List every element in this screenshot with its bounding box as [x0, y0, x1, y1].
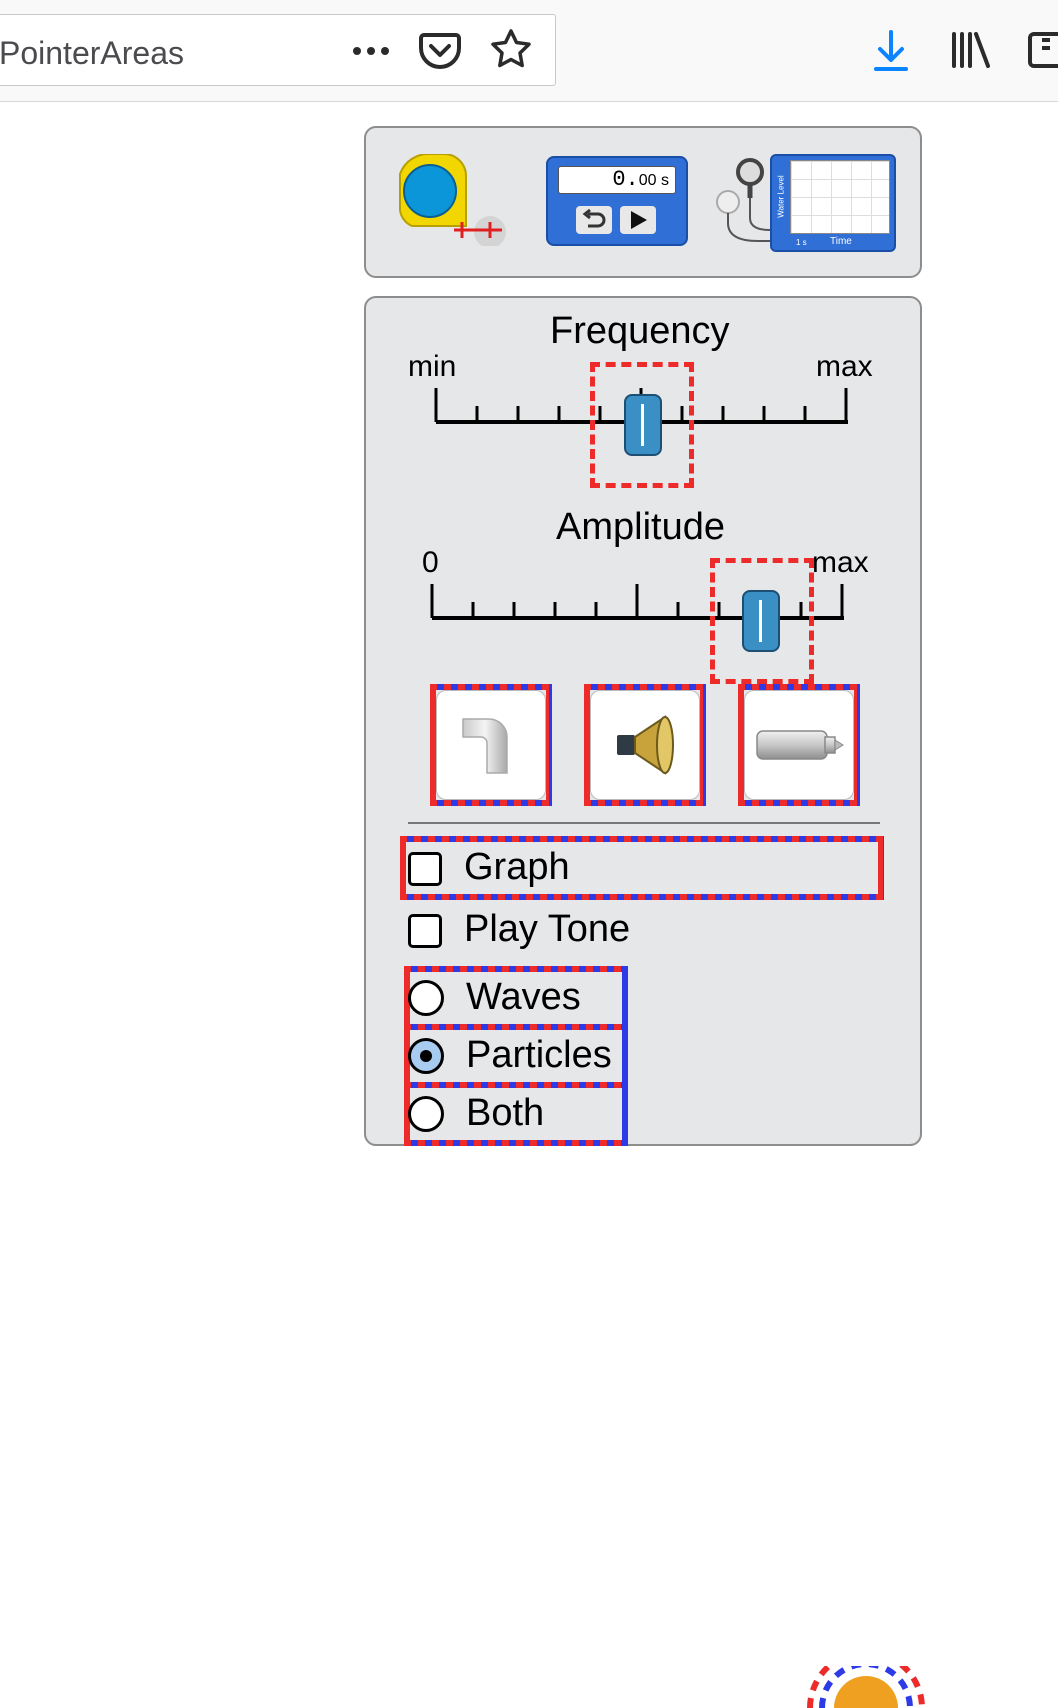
- reader-sidebar-icon[interactable]: [1028, 32, 1058, 70]
- url-bar[interactable]: PointerAreas: [0, 14, 556, 86]
- graph-x-label: Time: [830, 236, 852, 247]
- frequency-min-label: min: [408, 350, 457, 383]
- stopwatch[interactable]: 0.00 s: [546, 156, 688, 246]
- more-icon[interactable]: [351, 39, 395, 63]
- stopwatch-reset-button[interactable]: [576, 206, 612, 234]
- partial-round-button-focus-area[interactable]: [796, 1666, 936, 1708]
- waves-radio-row[interactable]: Waves: [406, 970, 626, 1026]
- waves-radio[interactable]: [408, 980, 444, 1016]
- light-source-focus-area: [738, 684, 860, 806]
- graph-y-label: Water Level: [776, 175, 786, 218]
- waves-radio-label: Waves: [466, 976, 581, 1018]
- amplitude-max-label: max: [812, 546, 869, 579]
- frequency-max-label: max: [816, 350, 873, 383]
- graph-tool[interactable]: Water Level Time 1 s: [770, 154, 896, 252]
- library-icon[interactable]: [950, 30, 994, 70]
- graph-checkbox-label: Graph: [464, 846, 570, 888]
- measuring-tape-icon[interactable]: [392, 154, 520, 246]
- browser-toolbar: PointerAreas: [0, 0, 1058, 102]
- play-icon: [631, 211, 647, 229]
- amplitude-slider-thumb[interactable]: [742, 590, 780, 652]
- stopwatch-play-button[interactable]: [620, 206, 656, 234]
- both-radio-row[interactable]: Both: [406, 1086, 626, 1142]
- particles-radio-label: Particles: [466, 1034, 612, 1076]
- amplitude-min-label: 0: [422, 546, 439, 579]
- both-radio[interactable]: [408, 1096, 444, 1132]
- pocket-icon[interactable]: [419, 29, 461, 71]
- play-tone-checkbox[interactable]: [408, 914, 442, 948]
- particles-radio-row[interactable]: Particles: [406, 1028, 626, 1084]
- frequency-title: Frequency: [550, 310, 730, 352]
- sound-source-focus-area: [584, 684, 706, 806]
- both-radio-label: Both: [466, 1092, 545, 1134]
- download-icon[interactable]: [872, 28, 910, 74]
- play-tone-checkbox-label: Play Tone: [464, 908, 631, 950]
- reset-icon: [582, 208, 606, 228]
- graph-checkbox-row[interactable]: Graph: [406, 842, 876, 896]
- play-tone-checkbox-row[interactable]: Play Tone: [406, 904, 876, 958]
- amplitude-thumb-focus-area: [710, 558, 814, 684]
- url-text: PointerAreas: [0, 35, 184, 71]
- toolbox-panel: 0.00 s Water Level Time 1 s: [364, 126, 922, 278]
- graph-scale-label: 1 s: [796, 238, 807, 247]
- stopwatch-readout: 0.00 s: [558, 166, 676, 194]
- frequency-slider-thumb[interactable]: [624, 394, 662, 456]
- graph-checkbox-focus-area: [400, 836, 884, 900]
- particles-radio[interactable]: [408, 1038, 444, 1074]
- wave-detector-probe-icon[interactable]: [714, 158, 784, 248]
- bookmark-star-icon[interactable]: [489, 27, 533, 71]
- amplitude-title: Amplitude: [556, 506, 725, 548]
- frequency-thumb-focus-area: [590, 362, 694, 488]
- panel-separator: [408, 822, 880, 824]
- water-source-focus-area: [430, 684, 552, 806]
- control-panel: Frequency min max Amplitude 0 max: [364, 296, 922, 1146]
- graph-tool-screen: [790, 160, 890, 234]
- graph-checkbox[interactable]: [408, 852, 442, 886]
